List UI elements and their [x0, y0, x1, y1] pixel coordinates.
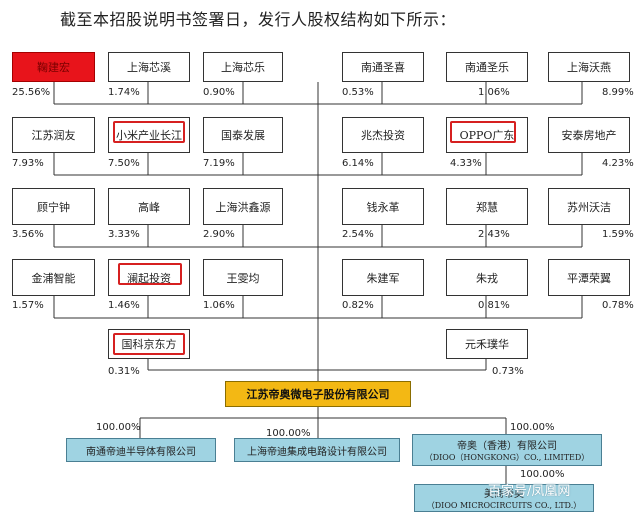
subsidiary-pct: 100.00% [520, 469, 565, 480]
shareholding-pct: 3.56% [12, 229, 44, 240]
shareholder-box: 国泰发展 [203, 117, 283, 153]
shareholder-box: 元禾璞华 [446, 329, 528, 359]
shareholder-box: 高峰 [108, 188, 190, 225]
issuer-company-box: 江苏帝奥微电子股份有限公司 [225, 381, 411, 407]
shareholder-box: 上海芯乐 [203, 52, 283, 82]
shareholding-pct: 1.06% [478, 87, 510, 98]
watermark: 百家号/凤凰网 [488, 484, 571, 499]
shareholder-box: 金浦智能 [12, 259, 95, 296]
shareholding-pct: 7.93% [12, 158, 44, 169]
shareholding-pct: 0.81% [478, 300, 510, 311]
shareholding-pct: 0.82% [342, 300, 374, 311]
subsidiary-box: 上海帝迪集成电路设计有限公司 [234, 438, 400, 462]
shareholder-box: 朱戎 [446, 259, 528, 296]
shareholding-pct: 1.74% [108, 87, 140, 98]
shareholder-box: OPPO广东 [446, 117, 528, 153]
shareholder-box: 朱建军 [342, 259, 424, 296]
subsidiary-box: 帝奥（香港）有限公司 （DIOO（HONGKONG）CO., LIMITED） [412, 434, 602, 466]
shareholder-box: 小米产业长江 [108, 117, 190, 153]
shareholder-box: 苏州沃洁 [548, 188, 630, 225]
shareholder-box: 郑慧 [446, 188, 528, 225]
shareholding-pct: 25.56% [12, 87, 51, 98]
page-title: 截至本招股说明书签署日，发行人股权结构如下所示： [60, 10, 457, 29]
shareholding-pct: 0.31% [108, 366, 140, 377]
shareholding-pct: 2.90% [203, 229, 235, 240]
shareholder-box: 安泰房地产 [548, 117, 630, 153]
subsidiary-box: 南通帝迪半导体有限公司 [66, 438, 216, 462]
shareholder-box: 江苏润友 [12, 117, 95, 153]
shareholding-pct: 2.54% [342, 229, 374, 240]
shareholder-box: 澜起投资 [108, 259, 190, 296]
shareholding-pct: 4.23% [602, 158, 634, 169]
shareholder-box: 国科京东方 [108, 329, 190, 359]
shareholding-pct: 1.59% [602, 229, 634, 240]
shareholding-pct: 4.33% [450, 158, 482, 169]
shareholder-box: 南通圣乐 [446, 52, 528, 82]
subsidiary-box: 美商帝奥 （DIOO MICROCIRCUITS CO., LTD.） [414, 484, 594, 512]
shareholding-pct: 2.43% [478, 229, 510, 240]
shareholder-box: 兆杰投资 [342, 117, 424, 153]
shareholding-pct: 1.46% [108, 300, 140, 311]
shareholder-box: 王雯均 [203, 259, 283, 296]
subsidiary-pct: 100.00% [266, 428, 311, 439]
shareholding-pct: 0.78% [602, 300, 634, 311]
shareholder-box: 鞠建宏 [12, 52, 95, 82]
shareholder-box: 南通圣喜 [342, 52, 424, 82]
shareholding-pct: 3.33% [108, 229, 140, 240]
subsidiary-pct: 100.00% [510, 422, 555, 433]
subsidiary-pct: 100.00% [96, 422, 141, 433]
shareholder-box: 上海洪鑫源 [203, 188, 283, 225]
shareholding-pct: 7.19% [203, 158, 235, 169]
shareholding-pct: 1.06% [203, 300, 235, 311]
shareholding-pct: 0.73% [492, 366, 524, 377]
shareholding-pct: 1.57% [12, 300, 44, 311]
shareholding-pct: 6.14% [342, 158, 374, 169]
shareholder-box: 上海芯溪 [108, 52, 190, 82]
shareholder-box: 顾宁钟 [12, 188, 95, 225]
shareholding-pct: 0.53% [342, 87, 374, 98]
shareholding-pct: 0.90% [203, 87, 235, 98]
shareholder-box: 上海沃燕 [548, 52, 630, 82]
shareholding-pct: 7.50% [108, 158, 140, 169]
shareholder-box: 平潭荣翼 [548, 259, 630, 296]
shareholder-box: 钱永革 [342, 188, 424, 225]
shareholding-pct: 8.99% [602, 87, 634, 98]
